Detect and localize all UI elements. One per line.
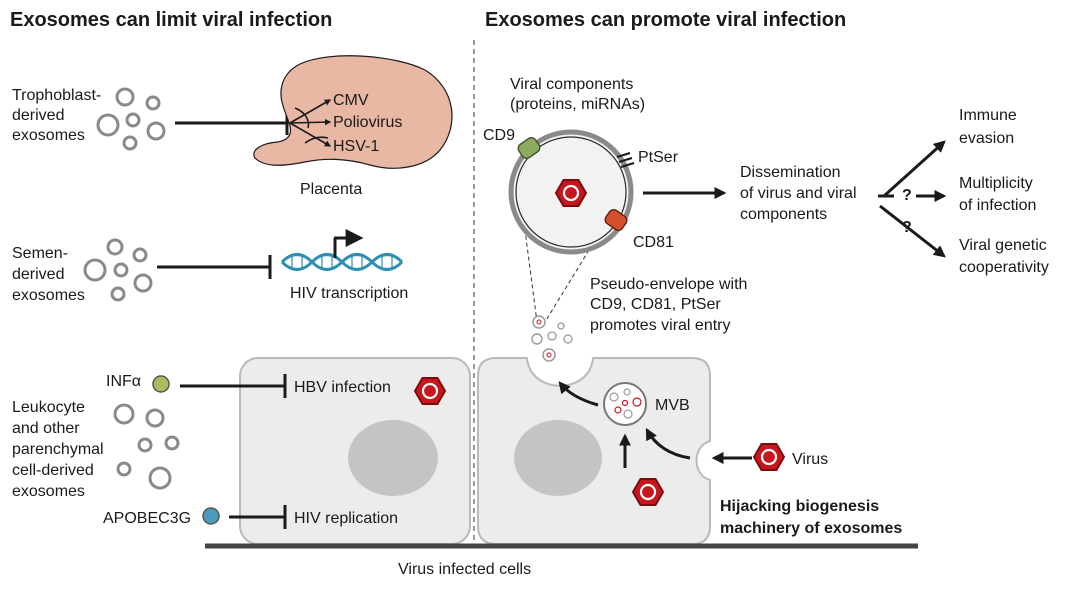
hijacking-label: Hijacking biogenesis machinery of exosom…	[720, 498, 902, 537]
arrow-genetic-cooperativity	[879, 204, 946, 258]
viral-components-line2: (proteins, miRNAs)	[510, 96, 645, 113]
leukocyte-label-line2: and other	[12, 420, 80, 437]
target-cmv: CMV	[333, 92, 369, 109]
exosome-virus-icon	[554, 179, 588, 207]
hbv-virus-icon	[413, 377, 447, 405]
multiplicity-line2: of infection	[959, 197, 1036, 214]
hiv-replication-label: HIV replication	[294, 510, 398, 527]
mvb-icon	[603, 382, 647, 426]
semen-label-line2: derived	[12, 266, 64, 283]
leukocyte-label-line3: parenchymal	[12, 441, 104, 458]
viral-components-label: Viral components (proteins, miRNAs)	[510, 76, 645, 113]
dissemination-label: Dissemination of virus and viral compone…	[740, 164, 857, 223]
viral-components-line1: Viral components	[510, 76, 633, 93]
mvb-label: MVB	[655, 397, 690, 414]
semen-label-line1: Semen-	[12, 245, 68, 262]
placenta-shape	[253, 55, 453, 169]
leukocyte-label: Leukocyte and other parenchymal cell-der…	[12, 399, 104, 500]
cd9-label: CD9	[483, 127, 515, 144]
trophoblast-exosome-cluster	[96, 87, 166, 151]
pseudo-envelope-line1: Pseudo-envelope with	[590, 276, 747, 293]
trophoblast-label: Trophoblast- derived exosomes	[12, 87, 101, 144]
hbv-infection-label: HBV infection	[294, 379, 391, 396]
genetic-line2: cooperativity	[959, 259, 1049, 276]
leukocyte-label-line4: cell-derived	[12, 462, 94, 479]
left-cell-nucleus	[348, 420, 438, 496]
target-hsv1: HSV-1	[333, 138, 379, 155]
internal-virus-icon	[631, 478, 665, 506]
cd81-marker-icon	[604, 209, 628, 231]
target-poliovirus: Poliovirus	[333, 114, 402, 131]
apobec-label: APOBEC3G	[103, 510, 191, 527]
heading-promote: Exosomes can promote viral infection	[485, 9, 846, 31]
leukocyte-exosome-cluster	[113, 403, 180, 490]
semen-label: Semen- derived exosomes	[12, 245, 85, 304]
footer-label: Virus infected cells	[398, 561, 531, 578]
leukocyte-label-line1: Leukocyte	[12, 399, 85, 416]
transcription-start-arrow-icon	[333, 229, 364, 258]
cd9-marker-icon	[517, 137, 541, 159]
pseudo-envelope-line3: promotes viral entry	[590, 317, 731, 334]
hijacking-line2: machinery of exosomes	[720, 520, 902, 537]
ptser-marker-icon	[616, 151, 635, 169]
infa-particle-icon	[152, 375, 170, 393]
hiv-transcription-label: HIV transcription	[290, 285, 408, 302]
apobec-particle-icon	[202, 507, 220, 525]
hijacking-line1: Hijacking biogenesis	[720, 498, 879, 515]
leukocyte-label-line5: exosomes	[12, 483, 85, 500]
released-exosomes	[531, 315, 573, 362]
placenta-vessel-1	[294, 107, 310, 129]
question-mark-genetic: ?	[902, 219, 912, 236]
dna-helix-icon	[280, 253, 404, 271]
arrow-immune-evasion	[882, 140, 946, 198]
genetic-line1: Viral genetic	[959, 237, 1047, 254]
multiplicity-line1: Multiplicity	[959, 175, 1033, 192]
immune-evasion-line2: evasion	[959, 130, 1014, 147]
arrow-entry-to-mvb	[645, 427, 691, 460]
right-cell-nucleus	[514, 420, 602, 496]
placenta-arrows	[289, 99, 332, 147]
dissemination-line1: Dissemination	[740, 164, 840, 181]
trophoblast-label-line3: exosomes	[12, 127, 85, 144]
trophoblast-label-line2: derived	[12, 107, 64, 124]
infa-label: INFα	[106, 373, 141, 390]
semen-label-line3: exosomes	[12, 287, 85, 304]
ptser-label: PtSer	[638, 149, 679, 166]
semen-exosome-cluster	[83, 238, 153, 302]
pseudo-envelope-label: Pseudo-envelope with CD9, CD81, PtSer pr…	[590, 276, 747, 334]
arrow-mvb-to-membrane	[558, 381, 599, 407]
virus-label: Virus	[792, 451, 828, 468]
trophoblast-label-line1: Trophoblast-	[12, 87, 101, 104]
question-mark-multiplicity: ?	[902, 187, 912, 204]
immune-evasion-line1: Immune	[959, 107, 1017, 124]
external-virus-icon	[752, 443, 786, 471]
dissemination-line2: of virus and viral	[740, 185, 857, 202]
pseudo-envelope-line2: CD9, CD81, PtSer	[590, 296, 721, 313]
heading-limit: Exosomes can limit viral infection	[10, 9, 332, 31]
cd81-label: CD81	[633, 234, 674, 251]
dissemination-line3: components	[740, 206, 827, 223]
exosome-inner-ring	[515, 136, 627, 248]
placenta-label: Placenta	[300, 181, 362, 198]
